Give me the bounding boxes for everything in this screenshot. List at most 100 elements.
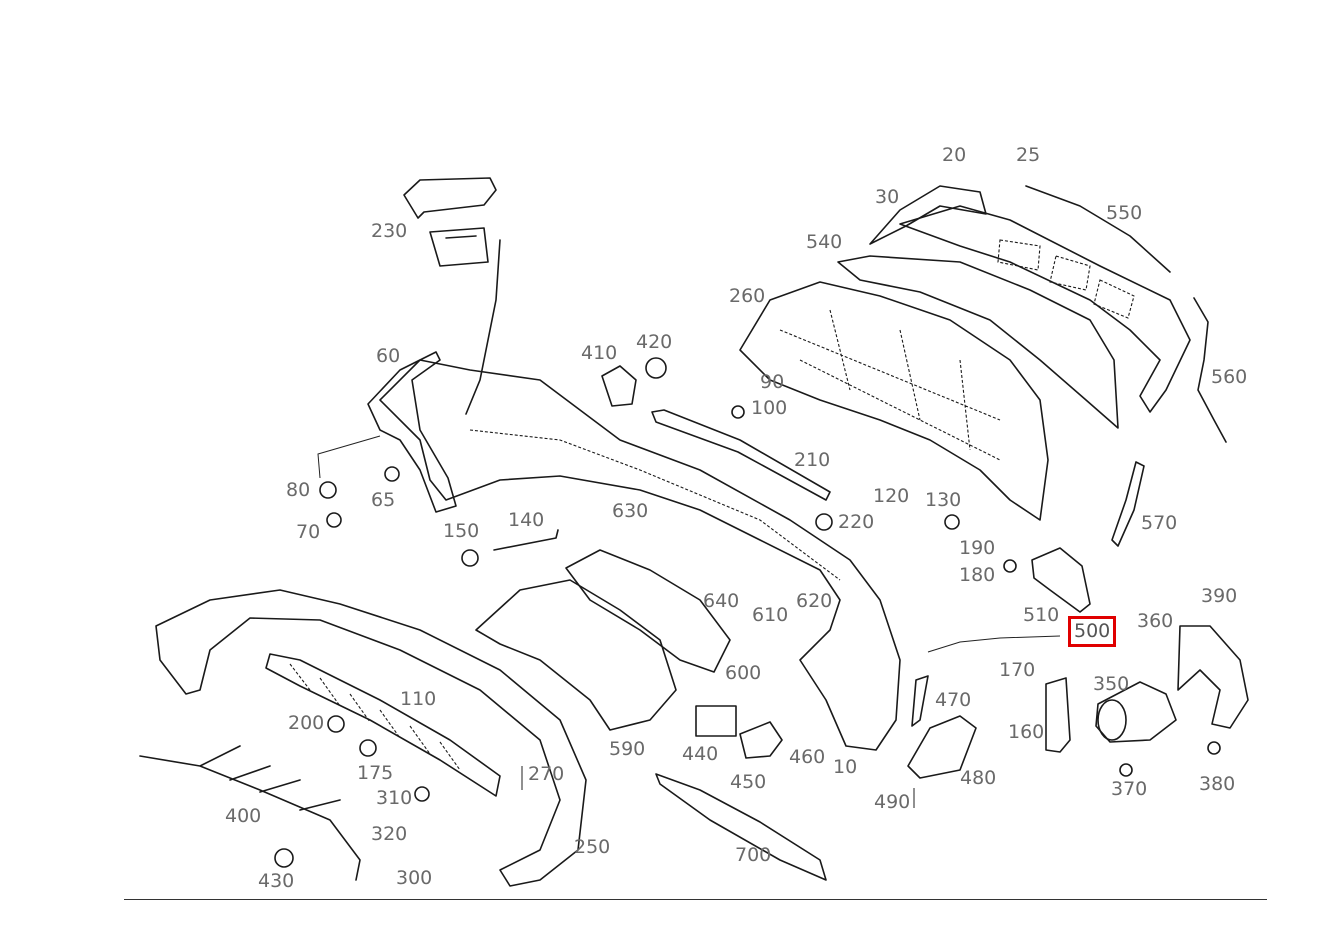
callout-390[interactable]: 390 bbox=[1201, 585, 1238, 607]
callout-510[interactable]: 510 bbox=[1023, 604, 1060, 626]
callout-70[interactable]: 70 bbox=[296, 521, 321, 543]
callout-20[interactable]: 20 bbox=[942, 144, 967, 166]
part-350-exhaust bbox=[1095, 681, 1177, 743]
callout-130[interactable]: 130 bbox=[925, 489, 962, 511]
part-210-strip bbox=[651, 409, 831, 501]
part-700-strip bbox=[655, 773, 827, 881]
callout-320[interactable]: 320 bbox=[371, 823, 408, 845]
part-540-diffuser bbox=[837, 255, 1119, 429]
callout-250[interactable]: 250 bbox=[574, 836, 611, 858]
callout-260[interactable]: 260 bbox=[729, 285, 766, 307]
part-400-harness bbox=[139, 745, 361, 881]
callout-590[interactable]: 590 bbox=[609, 738, 646, 760]
part-140-rod bbox=[493, 529, 559, 551]
part-110-strip bbox=[265, 653, 501, 797]
part-450-sensor bbox=[739, 721, 783, 759]
callout-160[interactable]: 160 bbox=[1008, 721, 1045, 743]
part-200-grommet bbox=[327, 715, 345, 733]
callout-110[interactable]: 110 bbox=[400, 688, 437, 710]
part-10-inner bbox=[469, 429, 841, 581]
callout-640[interactable]: 640 bbox=[703, 590, 740, 612]
callout-430[interactable]: 430 bbox=[258, 870, 295, 892]
part-10-bumper-cover bbox=[379, 359, 901, 751]
part-230-lower bbox=[429, 227, 489, 267]
callout-630[interactable]: 630 bbox=[612, 500, 649, 522]
callout-210[interactable]: 210 bbox=[794, 449, 831, 471]
callout-480[interactable]: 480 bbox=[960, 767, 997, 789]
part-160-bracket bbox=[1045, 677, 1071, 753]
callout-420[interactable]: 420 bbox=[636, 331, 673, 353]
callout-490[interactable]: 490 bbox=[874, 791, 911, 813]
callout-90[interactable]: 90 bbox=[760, 371, 785, 393]
callout-170[interactable]: 170 bbox=[999, 659, 1036, 681]
callout-450[interactable]: 450 bbox=[730, 771, 767, 793]
callout-460[interactable]: 460 bbox=[789, 746, 826, 768]
part-350-tip-opening bbox=[1097, 699, 1127, 741]
part-250-lower-cover bbox=[155, 589, 587, 887]
callout-310[interactable]: 310 bbox=[376, 787, 413, 809]
callout-550[interactable]: 550 bbox=[1106, 202, 1143, 224]
part-65-grommet bbox=[384, 466, 400, 482]
part-150-disk bbox=[461, 549, 479, 567]
callout-180[interactable]: 180 bbox=[959, 564, 996, 586]
part-410-sensor bbox=[601, 365, 637, 407]
callout-410[interactable]: 410 bbox=[581, 342, 618, 364]
callout-25[interactable]: 25 bbox=[1016, 144, 1041, 166]
part-470-trim bbox=[911, 675, 929, 727]
callout-500-selected[interactable]: 500 bbox=[1067, 616, 1117, 647]
part-560-strip bbox=[1193, 297, 1227, 443]
callout-400[interactable]: 400 bbox=[225, 805, 262, 827]
callout-380[interactable]: 380 bbox=[1199, 773, 1236, 795]
callout-30[interactable]: 30 bbox=[875, 186, 900, 208]
part-220-clip bbox=[815, 513, 833, 531]
part-110-pattern bbox=[289, 663, 461, 771]
part-480-trim bbox=[907, 715, 977, 779]
part-30-trim bbox=[869, 185, 987, 245]
callout-300[interactable]: 300 bbox=[396, 867, 433, 889]
callout-80[interactable]: 80 bbox=[286, 479, 311, 501]
callout-470[interactable]: 470 bbox=[935, 689, 972, 711]
part-70-bolt bbox=[326, 512, 342, 528]
callout-270[interactable]: 270 bbox=[528, 763, 565, 785]
part-550-slots bbox=[997, 239, 1135, 319]
part-60-bracket bbox=[367, 351, 457, 513]
callout-540[interactable]: 540 bbox=[806, 231, 843, 253]
callout-10[interactable]: 10 bbox=[833, 756, 858, 778]
callout-560[interactable]: 560 bbox=[1211, 366, 1248, 388]
part-420-ring bbox=[645, 357, 667, 379]
part-590-bracket bbox=[475, 579, 677, 731]
callout-150[interactable]: 150 bbox=[443, 520, 480, 542]
part-175-clip bbox=[359, 739, 377, 757]
part-360-bracket bbox=[1177, 625, 1249, 729]
leader-80 bbox=[317, 435, 381, 479]
callout-60[interactable]: 60 bbox=[376, 345, 401, 367]
callout-350[interactable]: 350 bbox=[1093, 673, 1130, 695]
part-600-bracket bbox=[565, 549, 731, 673]
callout-200[interactable]: 200 bbox=[288, 712, 325, 734]
part-80-clip bbox=[319, 481, 337, 499]
part-370-screw bbox=[1119, 763, 1133, 777]
callout-610[interactable]: 610 bbox=[752, 604, 789, 626]
bottom-rule bbox=[124, 899, 1267, 900]
callout-120[interactable]: 120 bbox=[873, 485, 910, 507]
part-570-trim bbox=[1111, 461, 1145, 547]
callout-570[interactable]: 570 bbox=[1141, 512, 1178, 534]
callout-600[interactable]: 600 bbox=[725, 662, 762, 684]
callout-175[interactable]: 175 bbox=[357, 762, 394, 784]
callout-230[interactable]: 230 bbox=[371, 220, 408, 242]
callout-620[interactable]: 620 bbox=[796, 590, 833, 612]
part-510-bracket bbox=[1031, 547, 1091, 613]
callout-220[interactable]: 220 bbox=[838, 511, 875, 533]
callout-190[interactable]: 190 bbox=[959, 537, 996, 559]
callout-360[interactable]: 360 bbox=[1137, 610, 1174, 632]
part-260-detail bbox=[779, 309, 1001, 461]
part-130-clip bbox=[944, 514, 960, 530]
callout-700[interactable]: 700 bbox=[735, 844, 772, 866]
part-430-sensor bbox=[274, 848, 294, 868]
callout-440[interactable]: 440 bbox=[682, 743, 719, 765]
callout-100[interactable]: 100 bbox=[751, 397, 788, 419]
part-550-strip bbox=[1025, 185, 1171, 273]
callout-140[interactable]: 140 bbox=[508, 509, 545, 531]
callout-65[interactable]: 65 bbox=[371, 489, 396, 511]
callout-370[interactable]: 370 bbox=[1111, 778, 1148, 800]
